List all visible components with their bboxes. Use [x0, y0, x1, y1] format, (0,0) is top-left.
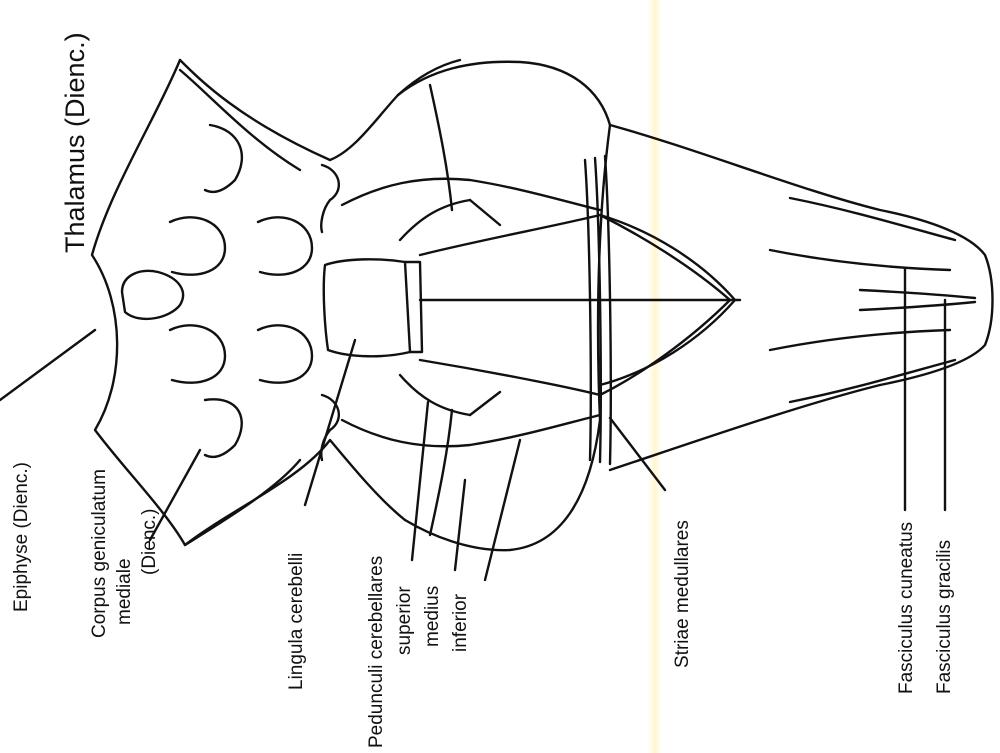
- fasciculus-line: [790, 198, 955, 240]
- label-pedunculi-line4: inferior: [450, 593, 471, 652]
- label-corpus-line2: mediale: [114, 558, 135, 625]
- leader-pedunculi-inferior: [485, 440, 520, 580]
- label-pedunculi-line2: superior: [394, 586, 415, 655]
- lingula-cerebelli: [324, 259, 410, 356]
- colliculus-superior-right: [170, 325, 225, 382]
- epiphyse: [122, 271, 183, 319]
- peduncle-line: [342, 179, 600, 210]
- diencephalon-inner: [180, 70, 300, 545]
- superior-peduncle: [400, 200, 470, 415]
- label-striae: Striae medullares: [672, 520, 693, 668]
- title-thalamus: Thalamus (Dienc.): [60, 32, 90, 253]
- label-fasciculus-gracilis: Fasciculus gracilis: [934, 540, 955, 694]
- pons-outline: [398, 62, 610, 550]
- rhomboid-fossa: [420, 215, 730, 395]
- medulla-outline: [610, 125, 993, 470]
- label-pedunculi-line3: medius: [422, 586, 443, 647]
- fasciculus-line: [770, 250, 950, 270]
- label-pedunculi-line1: Pedunculi cerebellares: [366, 556, 387, 748]
- peduncle-line: [430, 85, 452, 535]
- fasciculus-line: [790, 360, 955, 402]
- label-fasciculus-cuneatus: Fasciculus cuneatus: [896, 522, 917, 694]
- thalamic-bulge: [205, 125, 242, 192]
- label-epiphyse: Epiphyse (Dienc.): [11, 462, 32, 612]
- striae-medullares: [585, 160, 591, 460]
- colliculus-inferior-right: [258, 325, 312, 382]
- fasciculus-line: [770, 330, 950, 350]
- fasciculus-line: [860, 290, 975, 310]
- label-corpus-line1: Corpus geniculatum: [89, 469, 110, 638]
- thalamic-bulge: [205, 399, 242, 457]
- nerve-loop-left: [321, 165, 339, 232]
- colliculus-superior-left: [170, 217, 225, 274]
- leader-pedunculi-superior: [412, 402, 428, 560]
- peduncle-line: [342, 415, 600, 446]
- leader-pedunculi-medius: [455, 480, 465, 570]
- colliculus-inferior-left: [258, 217, 312, 274]
- leader-epiphyse: [0, 330, 95, 400]
- label-lingula: Lingula cerebelli: [286, 553, 307, 690]
- middle-peduncle: [470, 200, 500, 415]
- label-corpus-line3: (Dienc.): [139, 508, 160, 575]
